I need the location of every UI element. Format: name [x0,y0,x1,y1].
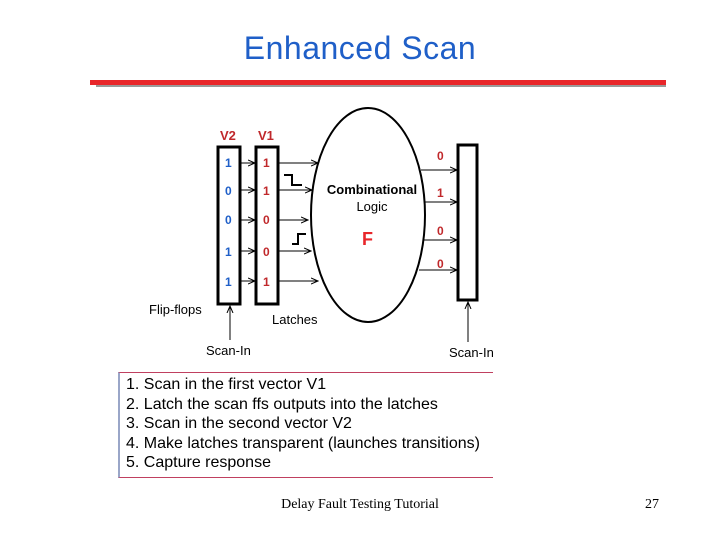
v2-bit: 0 [225,184,232,198]
v2-bit: 1 [225,275,232,289]
step-item: 3. Scan in the second vector V2 [126,415,352,432]
title-underline-gray [96,85,666,87]
output-bit: 0 [437,149,444,163]
v2-bits: 1 0 0 1 1 [225,156,232,289]
v1-bit: 1 [263,184,270,198]
combinational-logic-ellipse [310,107,426,323]
steps-box: 1. Scan in the first vector V1 2. Latch … [118,372,493,478]
step-item: 1. Scan in the first vector V1 [126,376,327,393]
v1-bit: 1 [263,156,270,170]
slide-footer: Delay Fault Testing Tutorial [281,497,439,512]
output-bit: 0 [437,224,444,238]
ff-to-latch-arrows [240,163,255,281]
rising-transition-icon [292,233,306,245]
title-underline-red [90,80,666,85]
v2-bit: 0 [225,213,232,227]
v1-bit: 1 [263,275,270,289]
flipflops-label: Flip-flops [149,302,202,317]
v1-bit: 0 [263,245,270,259]
output-register-box [456,143,479,302]
step-item: 2. Latch the scan ffs outputs into the l… [126,395,438,413]
v2-label: V2 [220,128,236,143]
v1-bit: 0 [263,213,270,227]
latch-box [254,145,280,306]
step-item: 5. Capture response [126,454,271,471]
logic-label: Logic [356,199,388,214]
v2-bit: 1 [225,245,232,259]
scan-in-left-label: Scan-In [206,343,251,358]
slide-title: Enhanced Scan [243,30,477,66]
page-number: 27 [645,497,659,512]
steps-list: 1. Scan in the first vector V1 2. Latch … [126,375,480,473]
flipflop-chain-box [216,145,242,306]
v1-bits: 1 1 0 0 1 [263,156,270,289]
v2-bit: 1 [225,156,232,170]
scan-in-right-label: Scan-In [449,345,494,360]
output-bit: 1 [437,186,444,200]
output-bit: 0 [437,257,444,271]
logic-to-output-arrows [419,170,457,270]
latches-label: Latches [272,312,318,327]
fault-label: F [362,229,373,249]
falling-transition-icon [284,174,302,186]
step-item: 4. Make latches transparent (launches tr… [126,434,480,452]
latch-to-logic-arrows [278,163,318,281]
combinational-logic-label: Combinational [327,182,417,197]
output-bits: 0 1 0 0 [437,149,444,271]
v1-label: V1 [258,128,274,143]
